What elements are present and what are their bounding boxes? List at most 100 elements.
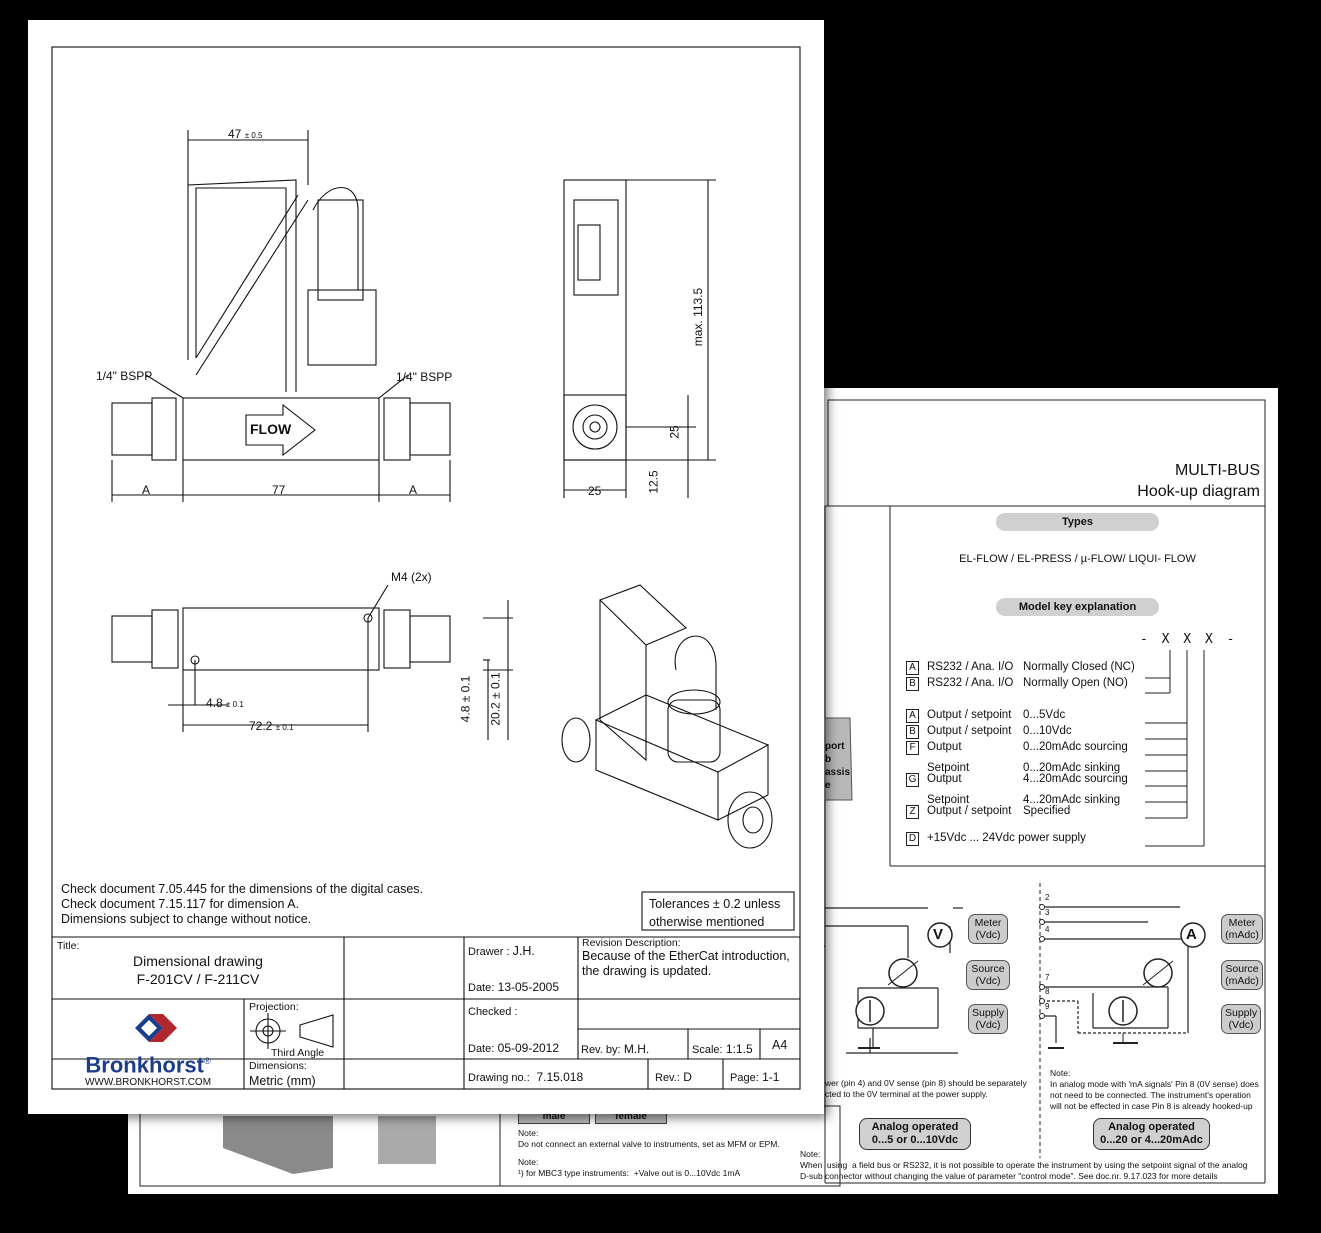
model-key-row: F Output 0...20mAdc sourcing xyxy=(906,741,1128,755)
dim-20-2-vertical: 20.2 ± 0.1 xyxy=(488,672,503,726)
model-code-box: F xyxy=(906,741,919,755)
dim-side-25: 25 xyxy=(588,484,602,498)
model-key-name: RS232 / Ana. I/O xyxy=(927,677,1014,689)
dimensions-value: Metric (mm) xyxy=(249,1074,316,1088)
left-circuit-note: wer (pin 4) and 0V sense (pin 8) should … xyxy=(825,1078,1027,1099)
dim-a-right: A xyxy=(409,483,418,497)
model-key-row: B RS232 / Ana. I/O Normally Open (NO) xyxy=(906,677,1128,691)
meter-madc-label: Meter (mAdc) xyxy=(1221,914,1263,944)
model-key-value: 4...20mAdc sourcing xyxy=(1023,773,1128,785)
ammeter-symbol: A xyxy=(1186,926,1197,943)
model-key-value: 0...5Vdc xyxy=(1023,709,1066,721)
date-checked: Date: 05-09-2012 xyxy=(468,1041,560,1055)
side-tab-line: assis xyxy=(825,767,851,778)
model-key-row: A RS232 / Ana. I/O Normally Closed (NC) xyxy=(906,661,1135,675)
model-code-box: B xyxy=(906,725,919,739)
checked-label: Checked : xyxy=(468,1006,518,1018)
hookup-header: MULTI-BUS Hook-up diagram xyxy=(1137,460,1260,502)
drawer-field: Drawer : J.H. xyxy=(468,944,535,958)
model-key-value: Normally Closed (NC) xyxy=(1023,661,1135,673)
model-code-box: G xyxy=(906,773,919,787)
model-code-box: Z xyxy=(906,805,919,819)
drawing-number: Drawing no.: 7.15.018 xyxy=(468,1070,584,1084)
model-key-label: Model key explanation xyxy=(996,598,1159,616)
types-value: EL-FLOW / EL-PRESS / µ-FLOW/ LIQUI- FLOW xyxy=(959,553,1196,565)
pin-number: 2 xyxy=(1045,893,1050,902)
pin-number: 9 xyxy=(1045,1002,1050,1011)
website-label: WWW.BRONKHORST.COM xyxy=(84,1077,212,1089)
model-key-name: Output / setpoint xyxy=(927,709,1012,721)
projection-value: Third Angle xyxy=(271,1047,325,1059)
m4-label: M4 (2x) xyxy=(391,570,432,584)
model-key-row: A Output / setpoint 0...5Vdc xyxy=(906,709,1065,723)
tolerance-note: Tolerances ± 0.2 unless otherwise mentio… xyxy=(649,897,781,929)
revision-description: Because of the EtherCat introduction, th… xyxy=(582,949,790,978)
projection-label: Projection: xyxy=(249,1001,299,1013)
supply-vdc-right-label: Supply (Vdc) xyxy=(1221,1004,1261,1034)
valve-note: Note: Do not connect an external valve t… xyxy=(518,1128,780,1149)
side-tab-line: b xyxy=(825,754,832,765)
model-key-name: RS232 / Ana. I/O xyxy=(927,661,1014,673)
dim-25-vertical: 25 xyxy=(667,425,682,439)
hookup-subtitle: Hook-up diagram xyxy=(1137,483,1260,500)
drawing-title-line1: Dimensional drawing xyxy=(133,953,263,969)
model-key-value: 0...20mAdc sourcing xyxy=(1023,741,1128,753)
model-code-box: B xyxy=(906,677,919,691)
analog-madc-button: Analog operated 0...20 or 4...20mAdc xyxy=(1093,1118,1210,1150)
bspp-right-label: 1/4" BSPP xyxy=(396,370,453,384)
revision-letter: Rev.: D xyxy=(655,1070,692,1084)
dim-a-left: A xyxy=(142,483,151,497)
model-key-value: 4...20mAdc sinking xyxy=(1023,794,1121,806)
revision-label: Revision Description: xyxy=(582,937,681,949)
dim-77: 77 xyxy=(272,483,286,497)
bronkhorst-logo: Bronkhorst® WWW.BRONKHORST.COM xyxy=(52,1049,244,1089)
voltmeter-symbol: V xyxy=(933,926,944,943)
model-key-row: B Output / setpoint 0...10Vdc xyxy=(906,725,1072,739)
model-key-name: Setpoint xyxy=(927,794,970,806)
model-key-name: Output xyxy=(927,741,962,753)
title-label: Title: xyxy=(57,940,80,952)
revised-by: Rev. by: M.H. xyxy=(581,1042,650,1056)
model-key-name: Output xyxy=(927,773,962,785)
dimensions-label: Dimensions: xyxy=(249,1060,307,1072)
drawing-title: Dimensional drawing F-201CV / F-211CV xyxy=(52,952,344,988)
model-code-box: D xyxy=(906,832,919,846)
note-line: Check document 7.15.117 for dimension A. xyxy=(61,897,300,911)
note-line: Check document 7.05.445 for the dimensio… xyxy=(61,882,424,896)
analog-vdc-button: Analog operated 0...5 or 0...10Vdc xyxy=(859,1118,971,1150)
pin-number: 4 xyxy=(1045,925,1050,934)
model-key-row: Setpoint 0...20mAdc sinking xyxy=(906,757,1120,774)
hookup-title: MULTI-BUS xyxy=(1174,462,1260,479)
note-line: Dimensions subject to change without not… xyxy=(61,912,312,926)
model-key-name: Output / setpoint xyxy=(927,725,1012,737)
paper-size: A4 xyxy=(772,1038,788,1052)
model-key-row: Setpoint 4...20mAdc sinking xyxy=(906,789,1120,806)
technical-drawing xyxy=(51,46,801,1090)
drawing-notes: Check document 7.05.445 for the dimensio… xyxy=(61,882,423,927)
model-code-box: A xyxy=(906,709,919,723)
page-number: Page: 1-1 xyxy=(730,1070,780,1084)
model-key-value: Normally Open (NO) xyxy=(1023,677,1128,689)
dim-max-height: max. 113.5 xyxy=(691,287,706,347)
dim-12-5: 12.5 xyxy=(646,470,661,494)
scale-field: Scale: 1:1.5 xyxy=(692,1042,753,1056)
dim-4-8-vertical: 4.8 ± 0.1 xyxy=(458,675,473,723)
model-key-value: 0...20mAdc sinking xyxy=(1023,762,1121,774)
pin-number: 7 xyxy=(1045,973,1050,982)
supply-vdc-label: Supply (Vdc) xyxy=(968,1004,1008,1034)
model-key-name: Setpoint xyxy=(927,762,970,774)
source-vdc-label: Source (Vdc) xyxy=(966,960,1010,990)
bspp-left-label: 1/4" BSPP xyxy=(96,369,153,383)
model-key-value: 0...10Vdc xyxy=(1023,725,1072,737)
meter-vdc-label: Meter (Vdc) xyxy=(968,914,1008,944)
model-key-value: Specified xyxy=(1023,805,1071,817)
side-tab-line: port xyxy=(825,741,845,752)
source-madc-label: Source (mAdc) xyxy=(1221,960,1263,990)
types-label: Types xyxy=(996,513,1159,531)
dim-width-top: 47 ± 0.5 xyxy=(228,127,263,141)
date-drawn: Date: 13-05-2005 xyxy=(468,980,560,994)
model-code-box: A xyxy=(906,661,919,675)
right-circuit-note: Note: In analog mode with 'mA signals' P… xyxy=(1050,1068,1259,1111)
